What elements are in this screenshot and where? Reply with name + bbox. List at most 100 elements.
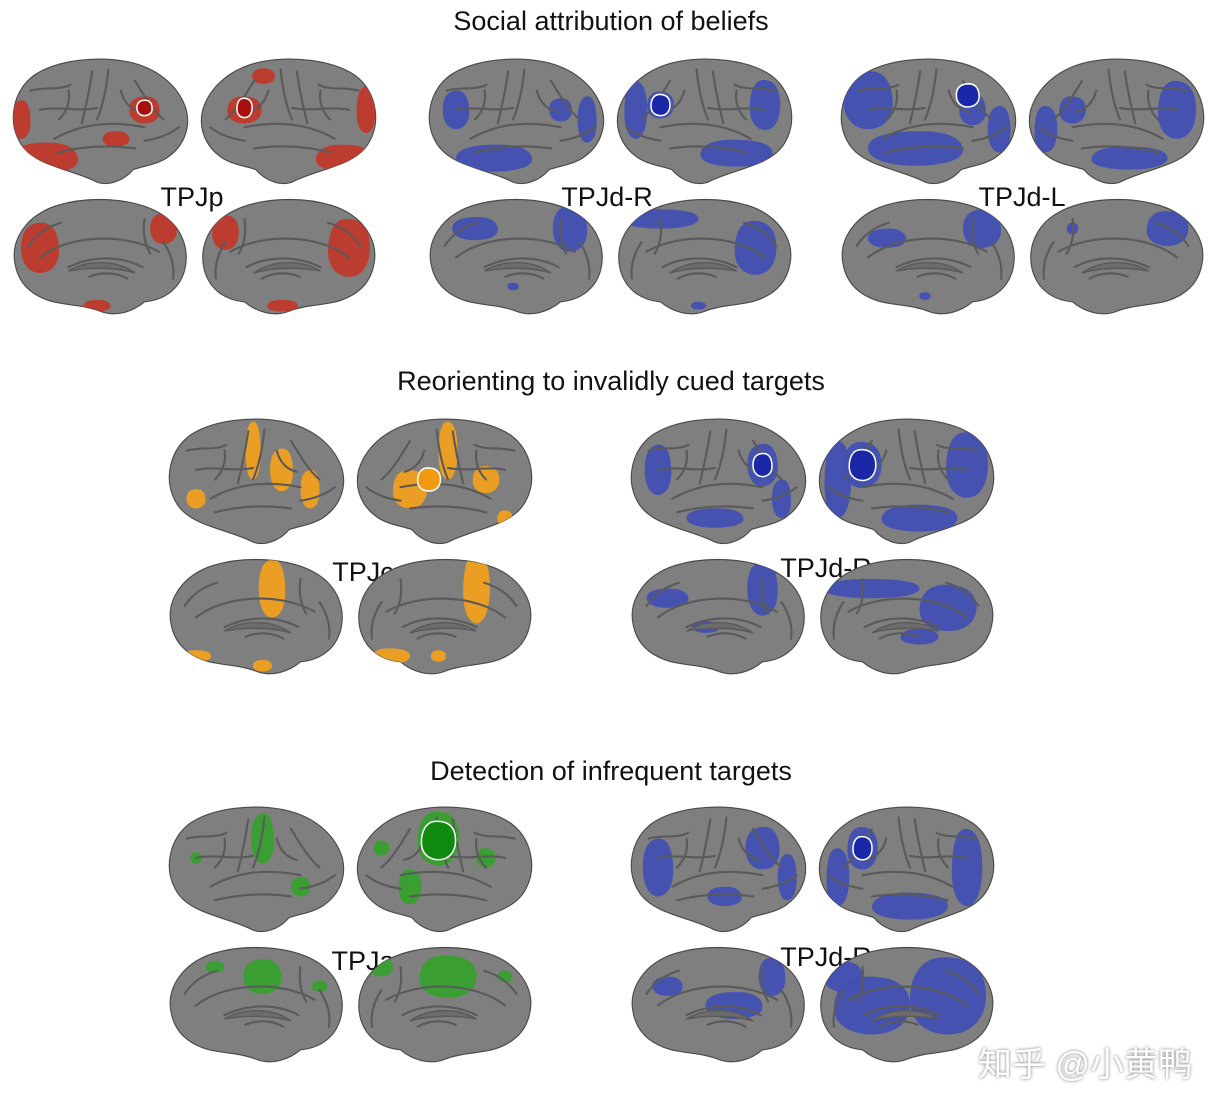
sulcus-line <box>260 272 301 280</box>
sulcus-line <box>317 83 360 92</box>
activation-patch <box>700 139 773 167</box>
brain-medial-right <box>353 550 543 685</box>
brain-medial-right <box>1025 190 1215 325</box>
activation-patch <box>1091 146 1168 170</box>
activation-patch <box>707 886 742 907</box>
sulcus-line <box>865 837 888 861</box>
sulcus-line <box>743 221 778 247</box>
activation-patch <box>291 877 310 897</box>
sulcus-line <box>695 68 710 121</box>
sulcus-line <box>1073 257 1150 269</box>
sulcus-line <box>855 221 890 247</box>
brain-lateral-right <box>1025 52 1215 187</box>
sulcus-line <box>451 818 465 873</box>
brain-lateral-right <box>353 412 543 547</box>
activation-patch <box>438 421 458 480</box>
sulcus-line <box>945 581 980 607</box>
brain-lateral-right <box>197 52 387 187</box>
activation-patch <box>624 80 648 139</box>
activation-patch <box>370 957 393 977</box>
roi-outline <box>420 820 457 861</box>
sulcus-line <box>1107 68 1122 121</box>
sulcus-line <box>713 816 728 869</box>
brain-medial-left <box>158 938 348 1073</box>
sulcus-line <box>625 126 662 142</box>
corpus-callosum <box>484 261 552 274</box>
sulcus-line <box>27 221 62 247</box>
sulcus-line <box>393 577 403 615</box>
sulcus-line <box>937 449 950 481</box>
sulcus-line <box>446 854 507 859</box>
corpus-callosum <box>224 1009 292 1022</box>
sulcus-line <box>971 126 1008 142</box>
brain-medial-left <box>158 550 348 685</box>
sulcus-line <box>295 70 309 125</box>
sulcus-line <box>319 89 332 121</box>
sulcus-line <box>327 221 362 247</box>
brain-lateral-left <box>158 412 348 547</box>
activation-patch <box>186 489 206 509</box>
sulcus-line <box>761 486 798 502</box>
sulcus-line <box>475 449 488 481</box>
sulcus-line <box>194 466 255 471</box>
activation-patch <box>419 955 477 998</box>
sulcus-line <box>1080 145 1160 154</box>
sulcus-line <box>737 837 760 861</box>
sulcus-line <box>990 241 1003 280</box>
sulcus-line <box>142 217 152 255</box>
sulcus-line <box>863 617 940 629</box>
sulcus-line <box>878 632 919 640</box>
sulcus-line <box>668 145 748 154</box>
sulcus-line <box>870 505 950 514</box>
sulcus-line <box>446 466 507 471</box>
sulcus-line <box>451 430 465 485</box>
sulcus-line <box>275 837 298 861</box>
sulcus-line <box>401 617 478 629</box>
brain-medial-right <box>815 938 1005 1073</box>
sulcus-line <box>558 217 568 255</box>
corpus-callosum <box>871 621 939 634</box>
sulcus-line <box>185 443 228 452</box>
section-title-reorienting: Reorienting to invalidly cued targets <box>397 366 825 396</box>
brain-lateral-left <box>620 412 810 547</box>
activation-patch <box>13 142 78 174</box>
sulcus-line <box>214 241 227 280</box>
sulcus-line <box>661 257 738 269</box>
activation-patch <box>987 106 1011 153</box>
sulcus-line <box>275 449 298 473</box>
sulcus-line <box>885 145 965 154</box>
cortex-surface <box>356 418 533 545</box>
sulcus-line <box>223 1005 300 1017</box>
activation-patch <box>21 222 59 273</box>
roi-outline <box>848 448 877 482</box>
sulcus-line <box>57 89 70 121</box>
activation-patch <box>686 508 744 528</box>
corpus-callosum <box>224 621 292 634</box>
activation-patch <box>150 213 177 244</box>
sulcus-line <box>496 70 510 125</box>
roi-outline <box>650 93 671 117</box>
sulcus-line <box>237 217 247 255</box>
sulcus-line <box>711 70 725 125</box>
corpus-callosum <box>1081 261 1149 274</box>
activation-patch <box>251 813 274 864</box>
sulcus-line <box>251 816 266 869</box>
sulcus-line <box>223 617 300 629</box>
activation-patch <box>258 559 286 618</box>
sulcus-line <box>213 837 226 869</box>
brain-lateral-left <box>418 52 608 187</box>
sulcus-line <box>209 126 246 142</box>
sulcus-line <box>183 581 218 607</box>
sulcus-line <box>1155 221 1190 247</box>
sulcus-line <box>511 68 526 121</box>
activation-patch <box>205 961 225 973</box>
sulcus-line <box>913 430 927 485</box>
roi-outline <box>136 99 153 117</box>
cortex-surface <box>200 58 377 185</box>
brain-lateral-left <box>620 800 810 935</box>
sulcus-line <box>209 482 302 500</box>
sulcus-line <box>289 827 321 869</box>
sulcus-line <box>861 870 954 888</box>
sulcus-line <box>299 486 336 502</box>
activation-patch <box>372 648 410 664</box>
